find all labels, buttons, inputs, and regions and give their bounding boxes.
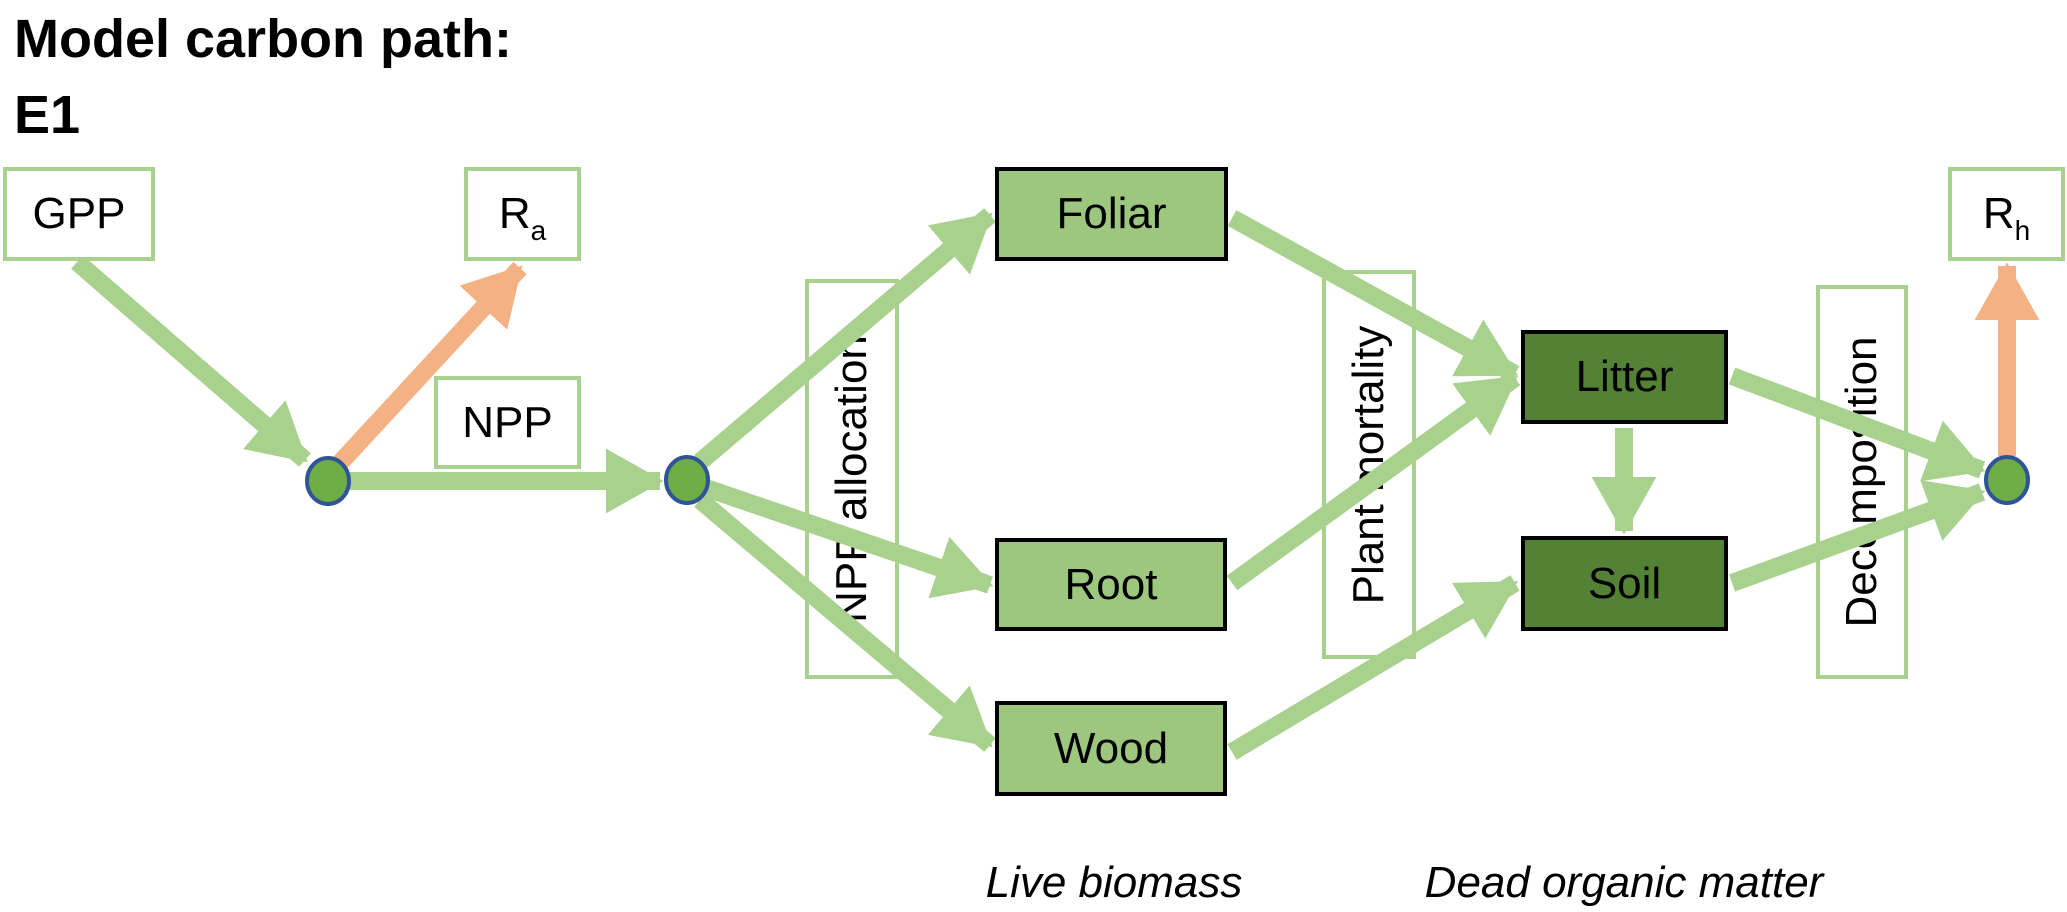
arrow-node-1-to-ra [331, 261, 527, 472]
ra-box: Ra [464, 167, 581, 261]
caption-live-biomass: Live biomass [985, 858, 1243, 907]
rh-label: Rh [1982, 189, 2031, 246]
soil-label: Soil [1587, 558, 1662, 608]
pool-litter: Litter [1521, 330, 1728, 424]
arrow-soil-to-node-3 [1728, 480, 1986, 592]
arrow-gpp-to-node-1 [71, 255, 311, 467]
arrow-node-2-to-foliar [694, 208, 996, 469]
npp-label: NPP [462, 397, 553, 447]
arrow-node-2-to-wood [694, 493, 996, 752]
arrow-foliar-to-litter [1227, 210, 1520, 382]
pool-soil: Soil [1521, 536, 1728, 631]
root-label: Root [1064, 559, 1158, 609]
gpp-box: GPP [3, 167, 155, 261]
arrow-wood-to-soil [1227, 575, 1520, 760]
pool-foliar: Foliar [995, 167, 1228, 261]
pool-root: Root [995, 538, 1227, 631]
litter-label: Litter [1575, 352, 1674, 401]
rh-box: Rh [1948, 167, 2065, 261]
pool-wood: Wood [995, 701, 1227, 796]
wood-label: Wood [1053, 723, 1169, 773]
diagram-title-line1: Model carbon path: [14, 9, 512, 69]
foliar-label: Foliar [1056, 189, 1167, 238]
caption-dead-organic-matter: Dead organic matter [1424, 858, 1824, 907]
arrow-litter-to-node-3 [1728, 367, 1986, 482]
arrow-root-to-litter [1226, 370, 1521, 591]
arrow-node-2-to-root [703, 479, 994, 599]
npp-box: NPP [434, 376, 581, 469]
diagram-title-line2: E1 [14, 85, 81, 145]
process-decomposition: Decomposition [1816, 285, 1908, 679]
ra-label: Ra [498, 189, 547, 246]
gpp-label: GPP [32, 189, 126, 238]
